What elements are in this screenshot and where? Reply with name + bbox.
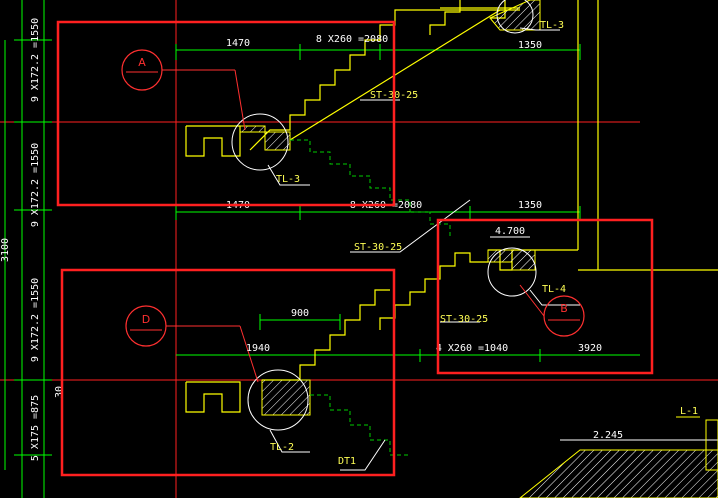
- stair-hatch-middle: [487, 249, 536, 271]
- dim-mid-lower: 4 X260 =1040: [436, 343, 508, 354]
- dim-v-low: 9 X172.2 =1550: [30, 278, 41, 362]
- detail-circle-tl4: [487, 247, 537, 297]
- level-2245: 2.245: [593, 430, 623, 441]
- detail-circle-tl3-top: [496, 0, 534, 34]
- stair-flight-middle: [379, 0, 718, 330]
- detail-circle-tl2: [247, 369, 309, 431]
- dim-top-mid: 8 X260 =2080: [316, 34, 388, 45]
- detail-circle-tl3: [231, 113, 289, 171]
- dim-span-900: 900: [291, 308, 309, 319]
- label-tl2: TL-2: [270, 442, 294, 453]
- hidden-stair-lower: [310, 394, 410, 456]
- stair-hatch-top: [489, 0, 541, 31]
- axis-label-a: A: [138, 56, 146, 69]
- stair-hatch-bottom-right: [519, 449, 718, 498]
- dim-v-bottom: 5 X175 =875: [30, 395, 41, 461]
- dim-v-top: 9 X172.2 =1550: [30, 18, 41, 102]
- left-dimension-chain: [4, 0, 52, 498]
- axis-bubble-a: [121, 49, 246, 131]
- label-tl4: TL-4: [542, 284, 566, 295]
- axis-label-b: B: [560, 302, 568, 315]
- label-tl3-left: TL-3: [276, 174, 300, 185]
- stair-hatch-upper: [239, 125, 291, 151]
- axis-bubble-d: [125, 305, 259, 383]
- stair-flight-lower: [185, 289, 390, 413]
- stair-flight-upper: [185, 7, 520, 157]
- hidden-stair-upper: [290, 139, 451, 236]
- label-dt1: DT1: [338, 456, 356, 467]
- leader-lines: [267, 27, 580, 471]
- dim-mid-lower-right: 3920: [578, 343, 602, 354]
- lower-dimension-line: [176, 314, 640, 362]
- label-l1: L-1: [680, 406, 698, 417]
- wall-bottom-right: [705, 419, 718, 471]
- level-4700: 4.700: [495, 226, 525, 237]
- dim-top-left: 1470: [226, 38, 250, 49]
- highlight-box-a[interactable]: [56, 20, 396, 207]
- dim-mid-right: 1350: [518, 200, 542, 211]
- dim-v-30: 30: [54, 386, 65, 398]
- highlight-box-d[interactable]: [60, 268, 396, 477]
- dim-span-1940: 1940: [246, 343, 270, 354]
- stair-hatch-lower: [261, 379, 311, 416]
- label-tl3-top: TL-3: [540, 20, 564, 31]
- top-dimension-line: [175, 44, 581, 60]
- mid-dimension-line: [175, 206, 581, 220]
- dim-v-left-edge: 3100: [0, 238, 11, 262]
- axis-label-d: D: [142, 313, 150, 326]
- axis-bubble-b: [519, 284, 585, 337]
- label-st-2: ST-30-25: [354, 242, 402, 253]
- highlight-box-b[interactable]: [436, 218, 654, 375]
- dim-v-mid: 9 X172.2 =1550: [30, 143, 41, 227]
- dim-top-right: 1350: [518, 40, 542, 51]
- label-st-3: ST-30-25: [440, 314, 488, 325]
